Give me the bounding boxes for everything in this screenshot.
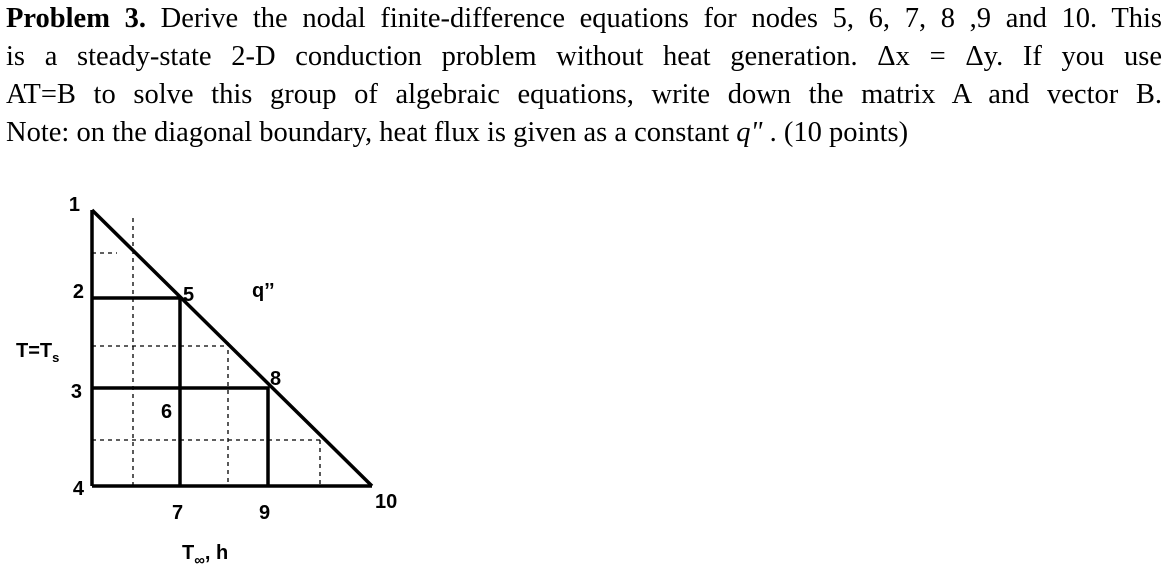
node-label-6: 6 [161,401,172,423]
control-volume-lines [92,296,270,486]
node-label-1: 1 [69,194,80,216]
node-label-8: 8 [270,368,281,390]
node-label-9: 9 [259,502,270,524]
problem-statement: Problem 3. Derive the nodal finite-diffe… [6,0,1162,152]
node-label-7: 7 [172,502,183,524]
convection-boundary-label: T∞, h [182,542,228,569]
problem-line-4: Note: on the diagonal boundary, heat flu… [6,117,909,148]
left-boundary-condition-label: T=Ts [16,340,59,365]
problem-heading: Problem 3. [6,3,146,34]
problem-line-1: Problem 3. Derive the nodal finite-diffe… [6,3,1162,34]
node-label-5: 5 [183,284,194,306]
heat-flux-symbol: q" [736,117,763,148]
heat-flux-label: q’’ [252,280,275,302]
node-label-10: 10 [375,491,397,513]
dashed-grid [92,218,321,486]
node-label-2: 2 [73,281,84,303]
node-label-4: 4 [73,478,85,500]
problem-line-3: AT=B to solve this group of algebraic eq… [6,79,1162,110]
problem-line-2: is a steady-state 2-D conduction problem… [6,41,1162,72]
triangle-boundary [90,208,374,488]
node-label-3: 3 [71,381,82,403]
